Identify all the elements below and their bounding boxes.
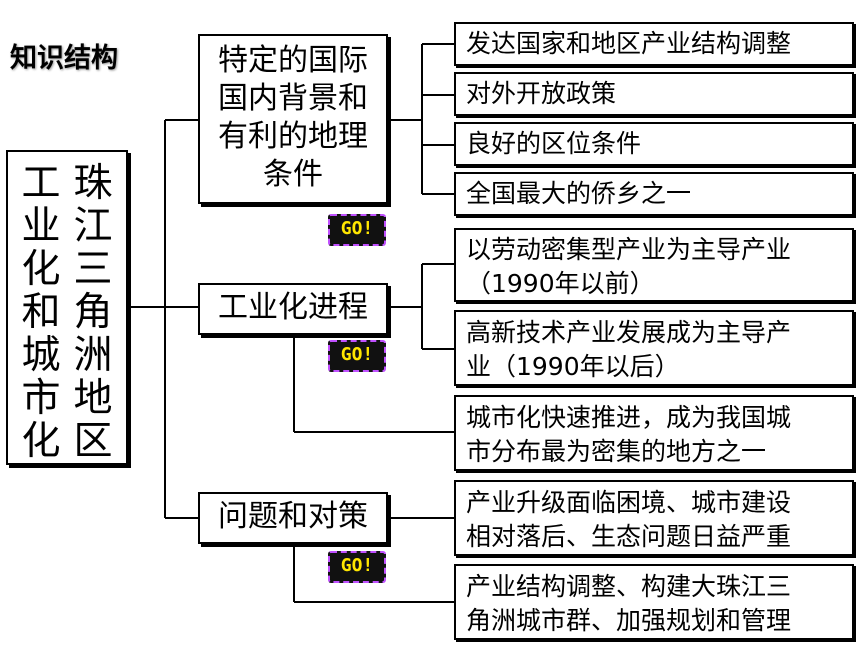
leaf-hometown-of-overseas-chinese: 全国最大的侨乡之一 [454,172,854,216]
leaf-text-line: 良好的区位条件 [466,129,642,158]
leaf-labor-intensive: 以劳动密集型产业为主导产业 （1990年以前） [454,228,854,302]
go-button-background[interactable]: GO! [328,214,386,246]
background-label-line: 国内背景和 [218,81,368,116]
leaf-text-line: 角洲城市群、加强规划和管理 [466,606,792,635]
leaf-text-line: 对外开放政策 [466,79,617,108]
leaf-developed-restructuring: 发达国家和地区产业结构调整 [454,22,854,66]
leaf-location-conditions: 良好的区位条件 [454,122,854,166]
leaf-text-line: 产业升级面临困境、城市建设 [466,488,792,517]
leaf-text-line: 相对落后、生态问题日益严重 [466,522,792,551]
leaf-problems: 产业升级面临困境、城市建设 相对落后、生态问题日益严重 [454,480,854,556]
leaf-text-line: 高新技术产业发展成为主导产 [466,318,792,347]
go-button-industrialization[interactable]: GO! [328,340,386,372]
root-topic-column-1: 工业化和城市化 [21,161,61,464]
background-label-line: 有利的地理 [218,119,368,154]
problems-and-countermeasures-box: 问题和对策 [198,492,388,544]
page-title: 知识结构 [10,43,118,74]
leaf-opening-policy: 对外开放政策 [454,72,854,116]
root-topic-column-2: 珠江三角洲地区 [73,161,113,464]
leaf-text-line: 业（1990年以后） [466,352,680,381]
background-label-line: 特定的国际 [218,43,368,78]
leaf-high-tech: 高新技术产业发展成为主导产 业（1990年以后） [454,310,854,386]
background-conditions-box: 特定的国际 国内背景和 有利的地理 条件 [198,34,388,204]
problems-label: 问题和对策 [218,499,368,534]
background-label-line: 条件 [263,157,323,192]
go-button-problems[interactable]: GO! [328,551,386,583]
leaf-rapid-urbanization: 城市化快速推进，成为我国城 市分布最为密集的地方之一 [454,395,854,471]
leaf-text-line: 产业结构调整、构建大珠江三 [466,572,792,601]
leaf-text-line: 城市化快速推进，成为我国城 [466,403,792,432]
leaf-text-line: 市分布最为密集的地方之一 [466,437,767,466]
leaf-text-line: 以劳动密集型产业为主导产业 [466,235,792,264]
leaf-text-line: 全国最大的侨乡之一 [466,179,692,208]
leaf-countermeasures: 产业结构调整、构建大珠江三 角洲城市群、加强规划和管理 [454,564,854,640]
industrialization-process-box: 工业化进程 [198,283,388,335]
leaf-text-line: 发达国家和地区产业结构调整 [466,29,792,58]
leaf-text-line: （1990年以前） [466,269,655,298]
root-topic-box: 工业化和城市化 珠江三角洲地区 [6,150,128,465]
industrialization-label: 工业化进程 [218,290,368,325]
